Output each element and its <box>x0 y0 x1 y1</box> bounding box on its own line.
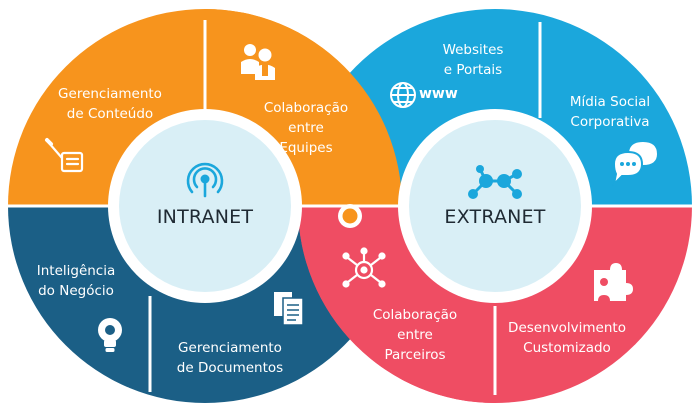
segment-label-websites-portais: Websites e Portais <box>442 42 504 78</box>
segment-label-gerenciamento-conteudo: Gerenciamento de Conteúdo <box>58 86 162 122</box>
lightbulb-icon <box>98 318 122 352</box>
segment-label-colaboracao-equipes: Colaboração entre Equipes <box>263 100 349 156</box>
segment-label-desenvolvimento-customizado: Desenvolvimento Customizado <box>508 320 626 356</box>
segment-label-colaboracao-parceiros: Colaboração entre Parceiros <box>372 307 458 363</box>
puzzle-icon <box>594 263 633 301</box>
document-edit-icon <box>45 138 84 173</box>
antenna-signal-icon <box>186 162 224 198</box>
extranet-title: EXTRANET <box>444 206 546 228</box>
documents-icon <box>274 292 304 326</box>
globe-icon <box>390 82 416 108</box>
intranet-hub <box>119 120 291 292</box>
segment-label-inteligencia-negocio: Inteligência do Negócio <box>36 263 116 299</box>
partner-network-icon <box>342 247 386 288</box>
puzzle-connector-inner <box>342 208 358 224</box>
team-people-icon <box>241 44 275 80</box>
network-nodes-icon <box>468 165 522 199</box>
extranet-hub <box>409 120 581 292</box>
segment-label-gerenciamento-documentos: Gerenciamento de Documentos <box>176 340 284 376</box>
segment-label-midia-social: Mídia Social Corporativa <box>569 94 651 130</box>
chat-bubble-icon <box>612 142 657 188</box>
intranet-title: INTRANET <box>156 206 254 228</box>
www-label: www <box>419 86 458 102</box>
